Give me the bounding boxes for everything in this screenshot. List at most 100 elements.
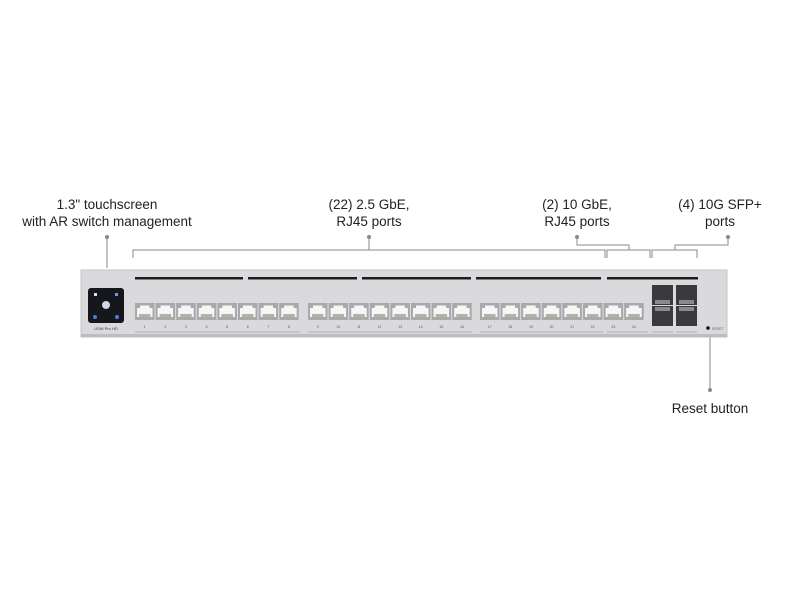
callout-text: RJ45 ports xyxy=(544,214,610,229)
port-contacts xyxy=(180,314,192,317)
port-group-bar xyxy=(652,331,673,333)
vent-slot xyxy=(248,277,357,280)
sfp-callout: (4) 10G SFP+ ports xyxy=(678,196,762,230)
port-number: 14 xyxy=(419,325,423,329)
rj45-port[interactable] xyxy=(308,303,328,320)
model-label: USW Pro HD xyxy=(94,326,118,331)
rj45-port[interactable] xyxy=(624,303,644,320)
port-contacts xyxy=(435,314,448,317)
sfp-latch xyxy=(655,307,670,311)
port-contacts xyxy=(200,314,213,317)
rj45-port[interactable] xyxy=(521,303,541,320)
port-contacts xyxy=(456,314,468,317)
port-group-bar xyxy=(607,331,648,333)
callout-text: with AR switch management xyxy=(22,214,192,229)
touchscreen-leader-dot xyxy=(105,235,109,239)
sfp-leader-dot xyxy=(726,235,730,239)
rj45-port[interactable] xyxy=(452,303,472,320)
vent-slot xyxy=(362,277,471,280)
reset-leader-dot xyxy=(708,388,712,392)
port-number: 15 xyxy=(439,325,443,329)
port-number: 17 xyxy=(488,325,492,329)
vent-slot xyxy=(607,277,698,280)
port-group-bar xyxy=(135,331,300,333)
port-contacts xyxy=(525,314,537,317)
vent-slot xyxy=(476,277,601,280)
port-number: 21 xyxy=(570,325,574,329)
rj45-port[interactable] xyxy=(583,303,603,320)
rj45-port[interactable] xyxy=(176,303,196,320)
port-number: 1 xyxy=(144,325,146,329)
rj45-port[interactable] xyxy=(349,303,369,320)
port-number: 24 xyxy=(632,325,636,329)
rj45-port[interactable] xyxy=(258,303,279,320)
port-number: 18 xyxy=(508,325,512,329)
rj45-port[interactable] xyxy=(238,303,258,320)
sfp-port[interactable] xyxy=(652,285,673,305)
sfp-port[interactable] xyxy=(676,285,697,305)
callout-text: (4) 10G SFP+ xyxy=(678,197,762,212)
port-number: 5 xyxy=(226,325,228,329)
rj45-port[interactable] xyxy=(155,303,176,320)
callout-text: 1.3" touchscreen xyxy=(56,197,158,212)
port-contacts xyxy=(607,314,620,317)
port-number: 11 xyxy=(357,325,361,329)
port-number: 22 xyxy=(591,325,595,329)
port-number: 3 xyxy=(185,325,187,329)
port-group-bar xyxy=(676,331,697,333)
port-number: 10 xyxy=(336,325,340,329)
port-contacts xyxy=(628,314,640,317)
port-number: 23 xyxy=(611,325,615,329)
reset-callout: Reset button xyxy=(671,401,749,416)
port-number: 9 xyxy=(317,325,319,329)
sfp-latch xyxy=(655,300,670,304)
rj45-25g-bracket xyxy=(132,237,606,258)
rj45-port[interactable] xyxy=(196,303,217,320)
vent-slots xyxy=(135,277,698,280)
rj45-port[interactable] xyxy=(562,303,582,320)
chassis-bottom-edge xyxy=(81,334,727,337)
port-contacts xyxy=(504,314,517,317)
port-contacts xyxy=(283,314,295,317)
rj45-port[interactable] xyxy=(480,303,500,320)
rj45-port[interactable] xyxy=(411,303,431,320)
rj45-port[interactable] xyxy=(217,303,237,320)
rj45-port[interactable] xyxy=(390,303,410,320)
port-number: 19 xyxy=(529,325,533,329)
sfp-ports xyxy=(652,285,697,333)
sfp-port[interactable] xyxy=(676,306,697,326)
leader-lines xyxy=(106,237,729,390)
port-contacts xyxy=(587,314,599,317)
rj45-25g-leader-dot xyxy=(367,235,371,239)
rj45-25g-callout: (22) 2.5 GbE, RJ45 ports xyxy=(328,196,409,230)
rj45-port[interactable] xyxy=(328,303,349,320)
rj45-port[interactable] xyxy=(279,303,299,320)
rj45-port[interactable] xyxy=(369,303,390,320)
rj45-port[interactable] xyxy=(500,303,521,320)
callout-text: (2) 10 GbE, xyxy=(542,197,612,212)
rj45-port[interactable] xyxy=(431,303,452,320)
port-number: 12 xyxy=(378,325,382,329)
callout-text: ports xyxy=(704,214,736,229)
callout-text: (22) 2.5 GbE, xyxy=(328,197,410,212)
port-contacts xyxy=(353,314,365,317)
port-number: 8 xyxy=(288,325,290,329)
port-contacts xyxy=(312,314,324,317)
port-contacts xyxy=(221,314,233,317)
rj45-10g-bracket xyxy=(576,237,651,258)
port-contacts xyxy=(566,314,578,317)
port-contacts xyxy=(332,314,345,317)
rj45-port[interactable] xyxy=(603,303,624,320)
port-number: 16 xyxy=(460,325,464,329)
sfp-bracket xyxy=(651,237,729,258)
reset-button[interactable] xyxy=(706,326,710,330)
port-number: 7 xyxy=(267,325,269,329)
port-contacts xyxy=(159,314,172,317)
port-contacts xyxy=(373,314,386,317)
port-contacts xyxy=(262,314,275,317)
rj45-port[interactable] xyxy=(135,303,155,320)
sfp-port[interactable] xyxy=(652,306,673,326)
rj45-port[interactable] xyxy=(541,303,562,320)
